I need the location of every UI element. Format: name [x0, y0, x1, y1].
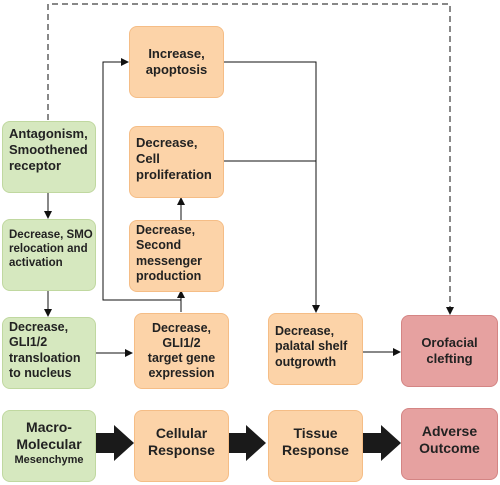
box-palatal-shelf-outgrowth: Decrease, palatal shelf outgrowth	[268, 313, 363, 385]
box-cell-proliferation: Decrease, Cell proliferation	[129, 126, 224, 198]
label-target-gene: Decrease, GLI1/2 target gene expression	[147, 320, 216, 381]
label-palatal-shelf: Decrease, palatal shelf outgrowth	[275, 324, 348, 369]
arrow-target-gene-to-apoptosis	[102, 58, 181, 301]
arrow-apoptosis-to-palatal-shelf	[224, 61, 320, 313]
label-antagonism: Antagonism, Smoothened receptor	[9, 126, 88, 173]
label-apoptosis: Increase, apoptosis	[145, 46, 208, 77]
box-smo-relocation: Decrease, SMO relocation and activation	[2, 219, 96, 291]
legend-tissue-label: Tissue Response	[282, 425, 349, 459]
box-increase-apoptosis: Increase, apoptosis	[129, 26, 224, 98]
label-second-messenger: Decrease, Second messenger production	[136, 223, 203, 283]
label-orofacial-clefting: Orofacial clefting	[421, 335, 478, 366]
legend-macro-molecular: Macro- Molecular Mesenchyme	[2, 410, 96, 482]
box-antagonism-smoothened: Antagonism, Smoothened receptor	[2, 121, 96, 193]
legend-tissue-response: Tissue Response	[268, 410, 363, 482]
dashed-link-antagonism-to-clefting	[47, 3, 454, 315]
box-second-messenger: Decrease, Second messenger production	[129, 220, 224, 292]
box-gli-translocation: Decrease, GLI1/2 transloation to nucleus	[2, 317, 96, 389]
legend-cellular-response: Cellular Response	[134, 410, 229, 482]
label-gli-translocation: Decrease, GLI1/2 transloation to nucleus	[9, 320, 81, 380]
box-target-gene-expression: Decrease, GLI1/2 target gene expression	[134, 313, 229, 389]
label-cell-proliferation: Decrease, Cell proliferation	[136, 135, 212, 182]
legend-adverse-label: Adverse Outcome	[419, 423, 480, 457]
legend-macro-title: Macro- Molecular	[16, 419, 82, 453]
legend-cellular-label: Cellular Response	[148, 425, 215, 459]
label-smo-relocation: Decrease, SMO relocation and activation	[9, 229, 93, 270]
legend-adverse-outcome: Adverse Outcome	[401, 408, 498, 480]
legend-macro-subtitle: Mesenchyme	[14, 454, 84, 467]
box-orofacial-clefting: Orofacial clefting	[401, 315, 498, 387]
block-arrow-macro-to-cellular	[96, 425, 134, 461]
block-arrow-cellular-to-tissue	[226, 425, 266, 461]
block-arrow-tissue-to-adverse	[363, 425, 401, 461]
